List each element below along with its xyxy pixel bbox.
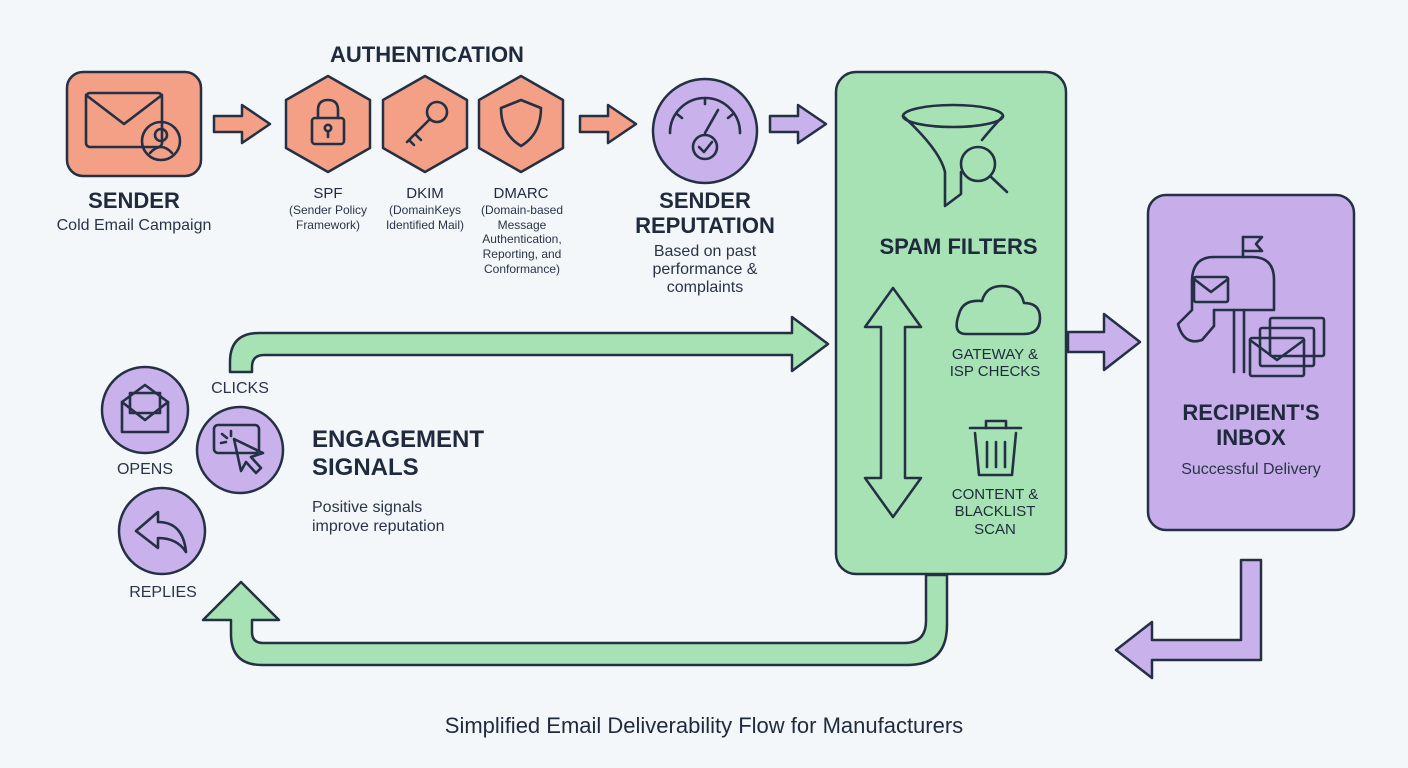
reputation-description: Based on past performance & complaints (620, 243, 790, 297)
arrow-auth-to-reputation (578, 103, 638, 145)
gateway-checks-label: GATEWAY & ISP CHECKS (930, 346, 1060, 381)
shield-icon (499, 98, 543, 148)
inbox-title-line: INBOX (1216, 425, 1286, 451)
sender-subtitle: Cold Email Campaign (56, 217, 212, 234)
dmarc-hexagon (477, 74, 565, 174)
reputation-desc-line: Based on past (653, 243, 757, 260)
key-icon (405, 100, 449, 147)
open-envelope-icon (120, 383, 170, 434)
gateway-line: GATEWAY & (951, 346, 1039, 363)
engagement-desc-line: improve reputation (312, 518, 445, 536)
content-line: SCAN (974, 520, 1016, 538)
replies-circle (117, 486, 207, 576)
clicks-label: CLICKS (211, 380, 269, 397)
reputation-desc-line: performance & (652, 260, 758, 278)
engagement-description: Positive signals improve reputation (312, 498, 512, 536)
dkim-description: (DomainKeys Identified Mail) (372, 203, 478, 232)
inbox-title: RECIPIENT'S INBOX (1160, 400, 1342, 451)
reputation-title-line: REPUTATION (635, 213, 775, 239)
arrow-engagement-to-spam (228, 315, 830, 374)
spf-desc-line: Framework) (295, 217, 360, 232)
reputation-title: SENDER REPUTATION (610, 188, 800, 239)
arrow-reputation-to-spam (768, 103, 828, 145)
inbox-title-line: RECIPIENT'S (1182, 400, 1320, 425)
arrow-spam-to-inbox (1066, 312, 1142, 372)
sender-title: SENDER (88, 188, 180, 213)
content-line: CONTENT & (951, 486, 1039, 503)
content-line: BLACKLIST (954, 503, 1036, 521)
reply-icon (134, 510, 188, 554)
arrow-sender-to-auth (212, 103, 272, 145)
gauge-check-icon (668, 96, 742, 161)
mailbox-icon (1176, 235, 1326, 378)
clicks-circle (195, 405, 285, 495)
gateway-line: ISP CHECKS (949, 363, 1041, 381)
trash-icon (968, 419, 1023, 477)
dmarc-desc-line: Message (497, 217, 547, 232)
arrow-spam-to-engagement (201, 573, 949, 667)
inbox-subtitle: Successful Delivery (1181, 461, 1321, 478)
envelope-user-icon (84, 91, 182, 162)
cursor-click-icon (212, 423, 265, 475)
dmarc-desc-line: (Domain-based (480, 203, 564, 217)
spf-description: (Sender Policy Framework) (278, 203, 378, 232)
engagement-desc-line: Positive signals (312, 499, 423, 516)
spf-desc-line: (Sender Policy (288, 203, 368, 217)
lock-icon (310, 98, 346, 146)
double-arrow-icon (863, 286, 923, 519)
dmarc-desc-line: Authentication, (482, 232, 562, 247)
cloud-icon (955, 284, 1042, 336)
engagement-title-line: ENGAGEMENT (312, 426, 485, 453)
engagement-title-line: SIGNALS (312, 453, 419, 481)
funnel-magnifier-icon (901, 103, 1009, 208)
dmarc-desc-line: Conformance) (483, 261, 561, 276)
engagement-title: ENGAGEMENT SIGNALS (312, 426, 512, 481)
dmarc-name: DMARC (493, 185, 549, 202)
spf-name: SPF (313, 185, 343, 202)
dmarc-desc-line: Reporting, and (482, 246, 562, 261)
authentication-heading: AUTHENTICATION (330, 42, 524, 67)
arrow-inbox-return (1114, 558, 1263, 680)
spam-filters-title: SPAM FILTERS (879, 234, 1038, 259)
replies-label: REPLIES (129, 584, 197, 601)
content-scan-label: CONTENT & BLACKLIST SCAN (930, 486, 1060, 538)
dkim-desc-line: (DomainKeys (388, 203, 462, 217)
reputation-title-line: SENDER (659, 188, 751, 213)
page-title: Simplified Email Deliverability Flow for… (444, 713, 964, 738)
opens-circle (100, 365, 190, 455)
dkim-name: DKIM (406, 185, 444, 202)
reputation-desc-line: complaints (666, 278, 744, 296)
dmarc-description: (Domain-based Message Authentication, Re… (470, 203, 574, 276)
dkim-desc-line: Identified Mail) (385, 217, 465, 232)
opens-label: OPENS (116, 461, 173, 478)
